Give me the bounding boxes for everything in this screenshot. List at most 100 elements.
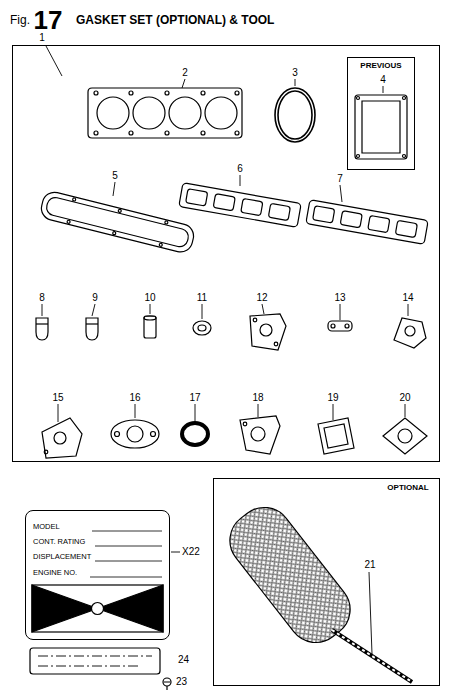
callout-number: 16 [129,393,140,403]
manifold-gasket [179,183,301,227]
small-gaskets [111,420,159,448]
small-plate [30,648,160,674]
small-parts [345,324,349,328]
plate-field-label: ENGINE NO. [33,569,77,577]
small-gaskets [383,418,427,454]
rocker-cover-gasket [112,231,116,235]
small-parts [193,321,211,335]
name-plate-art [32,585,163,632]
optional-tool-box: OPTIONAL 21 [213,478,440,686]
leader-lines [405,404,406,417]
leader-lines [195,404,196,421]
o-ring [275,88,315,142]
leader-lines [202,304,203,319]
callout-number: 2 [182,68,188,78]
screw [163,678,171,690]
head-gasket [201,131,205,135]
rocker-cover-gasket [39,190,196,255]
callout-number: 8 [39,293,45,303]
rocker-cover-gasket [118,209,122,213]
cover-gasket-previous [355,95,407,159]
cover-gasket-previous [403,155,406,158]
small-parts [253,318,257,322]
cylinder-hone-brush [219,496,362,654]
leader-lines [258,404,259,417]
leader-lines [262,304,264,314]
cover-gasket-previous [355,95,407,159]
leader-lines [113,182,115,196]
callout-number: 21 [364,560,375,570]
name-plate: MODELCONT. RATINGDISPLACEMENTENGINE NO. [25,510,170,640]
head-gasket [97,97,129,129]
small-parts [260,324,272,336]
valve-stem-seal [86,318,98,340]
valve-stem-seal [86,323,98,324]
small-parts [274,342,278,346]
cylinder-hone-brush [219,496,412,682]
box-heading: OPTIONAL [387,484,428,492]
callout-number: 12 [256,293,267,303]
rocker-cover-gasket [72,198,76,202]
plate-field-label: DISPLACEMENT [33,553,91,561]
leader-lines [369,572,372,654]
manifold-gasket [306,200,428,244]
small-plate [30,648,160,674]
callout-number: 4 [380,75,386,85]
rocker-cover-gasket [67,220,71,224]
name-plate-art [92,603,104,615]
leader-lines [333,404,334,420]
head-gasket [129,131,133,135]
figure-number: 17 [34,7,63,33]
callout-number: 11 [197,293,207,303]
callout-number: 1 [39,33,45,43]
leader-lines [240,175,241,186]
leader-lines [340,185,342,202]
small-gaskets [115,432,120,437]
name-plate-art [90,531,162,577]
small-gaskets [251,427,265,441]
box-heading: PREVIOUS [360,62,401,70]
small-parts [144,314,426,350]
callout-number: 10 [144,293,155,303]
small-gaskets [243,422,247,426]
manifold-gasket [313,206,335,223]
previous-part-box: PREVIOUS 4 [347,57,415,170]
figure-number: Fig. [10,14,30,26]
callout-number: 9 [92,293,98,303]
rocker-cover-gasket [39,190,196,255]
head-gasket [169,97,201,129]
leader-lines [340,304,341,320]
leader-lines [150,304,151,314]
cover-gasket-previous [362,101,400,153]
cylinder-hone-brush [332,630,412,682]
head-gasket [165,91,169,95]
gasket-set-panel: PREVIOUS423567891011121314151617181920 [12,45,440,462]
cover-gasket-previous [357,155,360,158]
manifold-gasket [241,198,263,215]
manifold-gasket [268,203,290,220]
small-parts [405,326,415,336]
leader-lines [46,46,62,76]
small-parts [144,316,156,338]
screw [164,682,170,690]
callout-number: 15 [52,393,63,403]
cover-gasket-previous [357,97,360,100]
callout-number: 24 [178,655,189,665]
valve-stem-seal [36,323,48,324]
head-gasket [88,88,242,138]
callout-number: 6 [237,164,243,174]
small-parts [328,321,352,331]
small-gaskets [398,429,412,443]
rocker-cover-gasket [45,196,190,249]
manifold-gasket [306,200,428,244]
small-gaskets [182,423,208,445]
callout-number: 13 [334,293,345,303]
leader-lines [135,404,136,418]
callout-number: 14 [402,293,413,303]
plate-field-label: MODEL [33,523,60,531]
callout-number: 7 [337,174,343,184]
small-gaskets [54,432,66,444]
leader-lines [58,404,59,422]
